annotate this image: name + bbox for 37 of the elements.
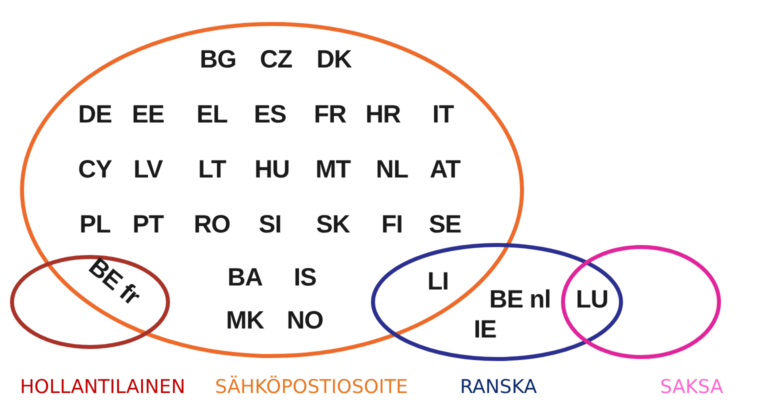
country-code: PT (132, 210, 164, 240)
country-code: LV (133, 156, 163, 184)
country-code: IT (432, 100, 454, 130)
legend-text: HOLLANTILAINEN (20, 376, 186, 398)
country-code: DE (78, 100, 112, 130)
country-code: RO (194, 210, 230, 240)
country-code: SK (316, 210, 350, 240)
country-code: CZ (260, 46, 292, 74)
country-code: MT (315, 156, 351, 184)
legend-text: RANSKA (460, 376, 537, 398)
country-code: CY (78, 156, 112, 184)
country-code: LI (427, 268, 449, 296)
country-code: NO (286, 306, 324, 336)
country-code: LU (576, 286, 608, 314)
country-code: BE nl (489, 286, 551, 314)
country-code: BA (227, 264, 263, 292)
country-code: DK (316, 46, 352, 74)
country-code: FR (314, 100, 346, 130)
country-code: NL (376, 156, 408, 184)
country-code: BG (200, 46, 236, 74)
country-code: ES (254, 100, 286, 130)
country-code: EL (196, 100, 228, 130)
legend-text: SÄHKÖPOSTIOSOITE (215, 376, 408, 398)
country-code: AT (430, 156, 460, 184)
country-code: BE fr (82, 252, 146, 312)
country-code: PL (80, 210, 110, 240)
country-code: HR (365, 100, 401, 130)
country-code: SE (428, 210, 462, 240)
country-code: IS (294, 264, 316, 292)
country-code: MK (226, 306, 264, 336)
country-code: FI (381, 210, 403, 240)
country-code: HU (254, 156, 290, 184)
legend-text: SAKSA (660, 376, 724, 398)
country-code: IE (474, 316, 496, 344)
country-code: LT (198, 156, 226, 184)
country-code: SI (258, 210, 282, 240)
country-code: EE (132, 100, 164, 130)
